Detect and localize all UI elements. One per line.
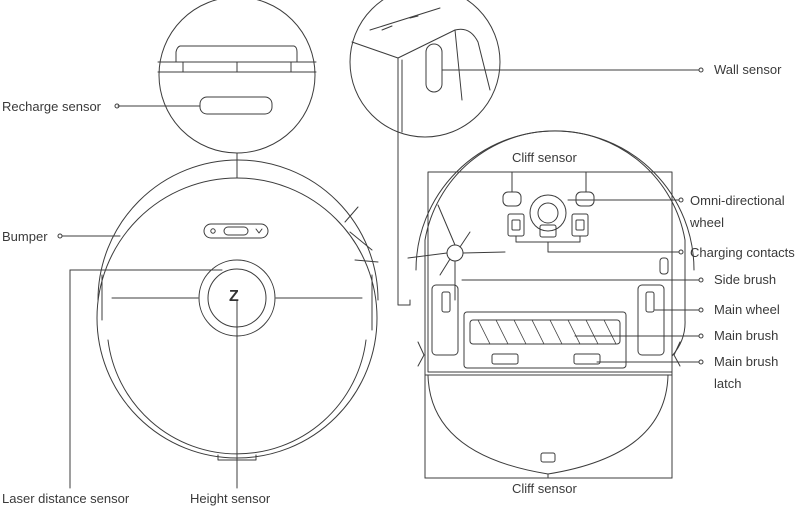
robot-bottom-view — [407, 69, 701, 479]
main-wheel-right — [637, 284, 665, 356]
bottom-side-brush-hub — [446, 244, 464, 262]
charging-contacts-label: Charging contacts — [690, 245, 795, 260]
cliff-sensor-bottom-label: Cliff sensor — [512, 481, 577, 496]
main-brush-latch-label-line2: latch — [714, 376, 742, 391]
cliff-sensor-front-right — [575, 191, 595, 207]
top-buttons — [203, 223, 269, 239]
cliff-sensor-rear-left — [417, 341, 425, 367]
logo-mark: Z — [229, 288, 239, 305]
recharge-sensor-detail — [157, 0, 317, 179]
leader-endpoints — [57, 67, 704, 365]
main-wheel-label: Main wheel — [714, 302, 780, 317]
wall-sensor-detail — [349, 0, 501, 306]
charging-contact-right — [571, 213, 589, 237]
main-brush-latch-left — [491, 353, 519, 365]
main-brush-housing — [463, 311, 627, 369]
laser-distance-sensor-label: Laser distance sensor — [2, 491, 130, 506]
cliff-sensor-front-left — [502, 191, 522, 207]
cliff-sensor-top-label: Cliff sensor — [512, 150, 577, 165]
main-brush-label: Main brush — [714, 328, 779, 343]
main-brush — [469, 319, 621, 345]
omni-directional-wheel — [529, 194, 567, 232]
charging-contact-left — [507, 213, 525, 237]
main-wheel-left — [431, 284, 459, 356]
rear-port — [540, 452, 556, 463]
main-brush-latch-label-line1: Main brush — [714, 354, 779, 369]
robot-top-view — [61, 159, 379, 489]
wall-sensor-label: Wall sensor — [714, 62, 782, 77]
omni-wheel-label-line1: Omni-directional — [690, 193, 785, 208]
top-view-side-brush — [344, 206, 379, 263]
wall-sensor-window — [425, 43, 443, 93]
height-sensor-label: Height sensor — [190, 491, 271, 506]
cliff-sensor-frame-top — [427, 171, 673, 373]
side-brush-label: Side brush — [714, 272, 777, 287]
main-brush-latch-right — [573, 353, 601, 365]
bumper-outline — [97, 159, 379, 301]
recharge-sensor-window — [199, 96, 273, 115]
omni-wheel-label-line2: wheel — [690, 215, 724, 230]
bottom-side-brush — [407, 204, 506, 301]
bumper-label: Bumper — [2, 229, 48, 244]
recharge-sensor-label: Recharge sensor — [2, 99, 101, 114]
